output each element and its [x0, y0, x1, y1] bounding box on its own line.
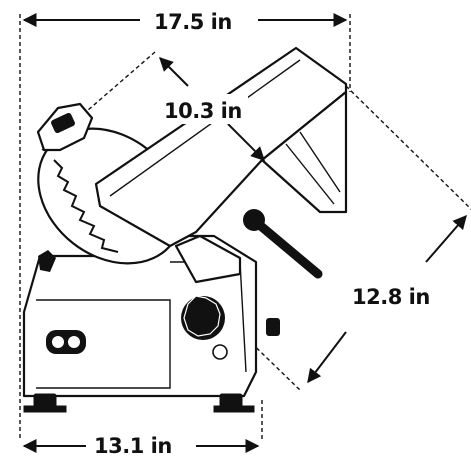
meat-slicer-illustration: [22, 46, 348, 413]
blade-carriage-arrow-upper: [159, 57, 189, 87]
switch-panel: [46, 330, 86, 354]
dimension-arrows: [22, 13, 467, 453]
blade-carriage-arrow-lower: [227, 123, 265, 161]
depth-arrow-lower: [307, 331, 347, 384]
machine-feet: [23, 393, 255, 413]
overall-width-label: 17.5 in: [154, 10, 232, 34]
depth-diagonal-label: 12.8 in: [352, 285, 430, 309]
carriage-handle: [243, 209, 323, 279]
depth-arrow-upper: [425, 214, 467, 263]
blade-carriage-width-label: 10.3 in: [164, 99, 242, 123]
thickness-knob: [181, 295, 225, 340]
base-width-label: 13.1 in: [94, 434, 172, 458]
